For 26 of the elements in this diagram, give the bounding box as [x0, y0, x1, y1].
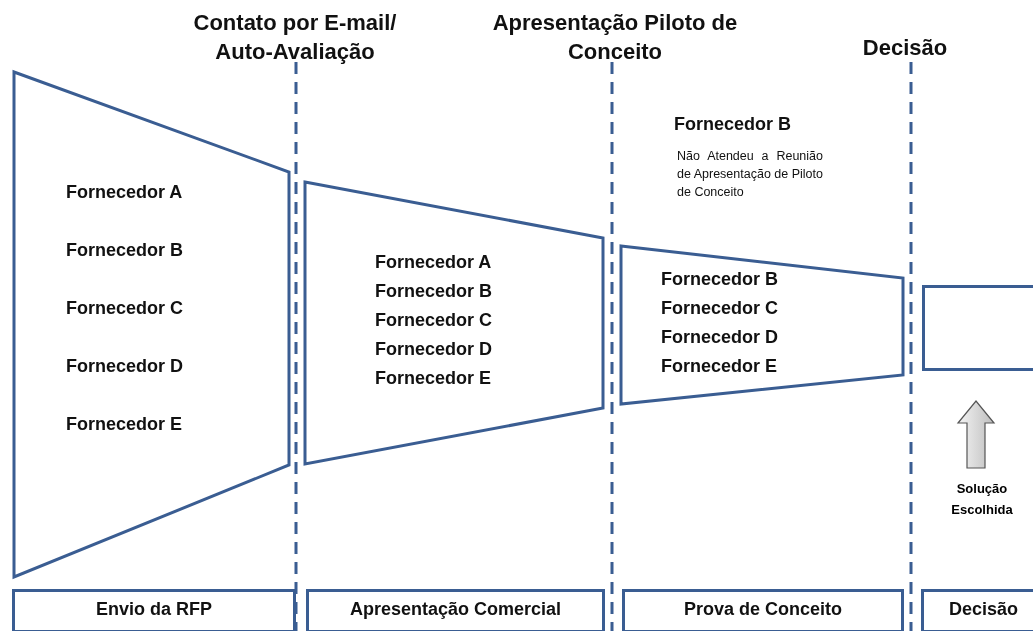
block-arrow — [956, 400, 996, 469]
supplier-name: Fornecedor E — [66, 414, 183, 435]
phase-box: Decisão — [921, 589, 1033, 631]
empty-box — [922, 285, 1033, 371]
supplier-name: Fornecedor D — [375, 339, 493, 360]
milestone-heading: Decisão — [861, 34, 949, 62]
supplier-name: Fornecedor B — [661, 269, 779, 290]
supplier-name: Fornecedor B — [66, 240, 184, 261]
milestone-heading: Contato por E-mail/ Auto-Avaliação — [192, 9, 398, 66]
phase-box: Envio da RFP — [12, 589, 296, 631]
supplier-name: Fornecedor D — [66, 356, 184, 377]
supplier-name: Fornecedor E — [375, 368, 492, 389]
result-text: Solução Escolhida — [940, 478, 1024, 518]
phase-box: Apresentação Comercial — [306, 589, 605, 631]
supplier-name: Fornecedor C — [66, 298, 184, 319]
supplier-name: Fornecedor E — [661, 356, 778, 377]
supplier-name: Fornecedor C — [375, 310, 493, 331]
phase-box: Prova de Conceito — [622, 589, 904, 631]
supplier-name: Fornecedor A — [375, 252, 492, 273]
note-text: Não Atendeu a Reunião de Apresentação de Piloto de Conceito — [677, 148, 823, 201]
supplier-name: Fornecedor B — [674, 113, 793, 136]
supplier-name: Fornecedor A — [66, 182, 183, 203]
supplier-name: Fornecedor C — [661, 298, 779, 319]
milestone-heading: Apresentação Piloto de Conceito — [491, 9, 739, 66]
supplier-name: Fornecedor D — [661, 327, 779, 348]
supplier-name: Fornecedor B — [375, 281, 493, 302]
